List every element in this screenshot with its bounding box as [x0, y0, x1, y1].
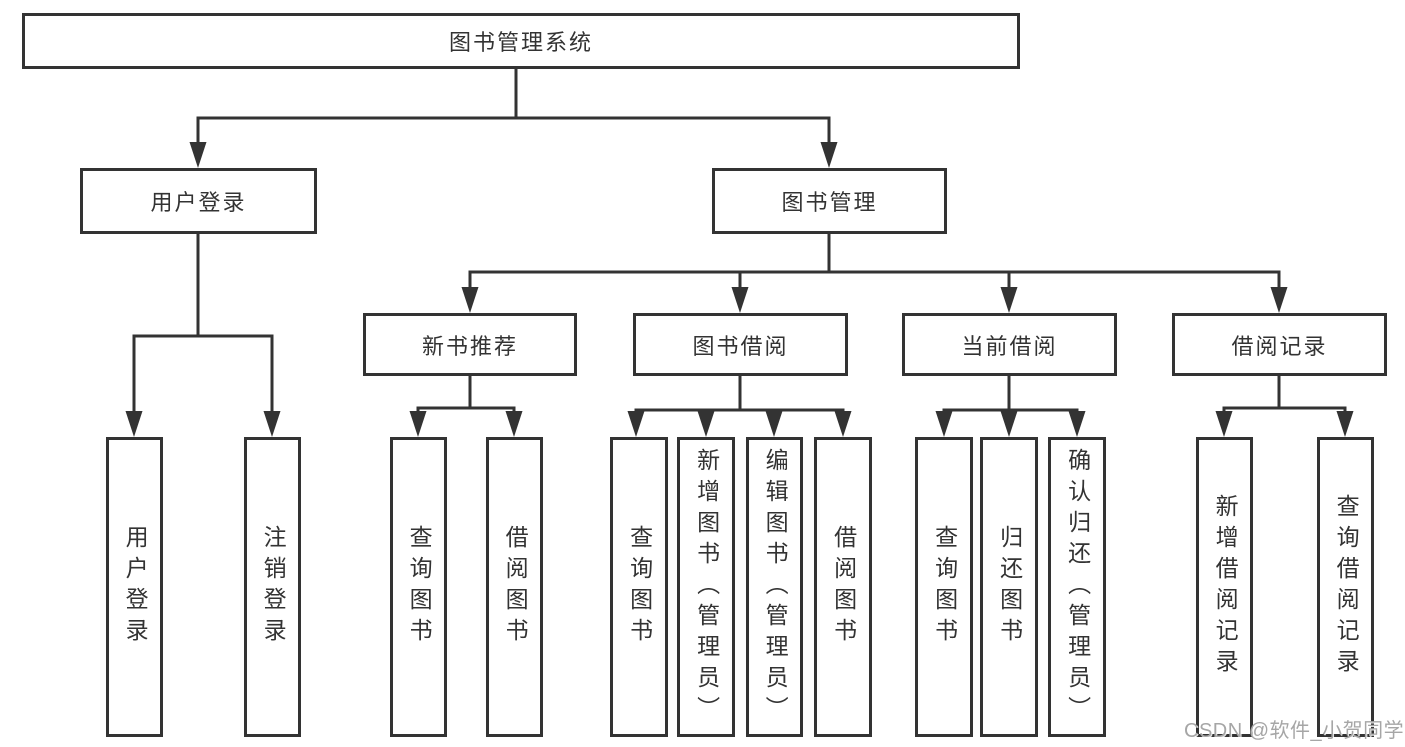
node-query-borrow-record: 查询借阅记录 — [1317, 437, 1374, 737]
node-label: 查询借阅记录 — [1333, 494, 1360, 680]
arrowhead-icon — [1068, 411, 1086, 437]
arrowhead-icon — [1270, 287, 1288, 313]
node-label: 新增借阅记录 — [1212, 494, 1239, 680]
arrowhead-icon — [263, 411, 281, 437]
node-login-leaf: 用户登录 — [106, 437, 163, 737]
node-borrow-books-borrowing: 借阅图书 — [814, 437, 872, 737]
node-label: 注销登录 — [260, 525, 287, 649]
node-query-books-current: 查询图书 — [915, 437, 973, 737]
arrowhead-icon — [505, 411, 523, 437]
arrowhead-icon — [1000, 287, 1018, 313]
node-label: 查询图书 — [406, 525, 433, 649]
node-return-books: 归还图书 — [980, 437, 1038, 737]
arrowhead-icon — [627, 411, 645, 437]
arrowhead-icon — [731, 287, 749, 313]
arrowhead-icon — [1336, 411, 1354, 437]
node-label: 借阅图书 — [830, 525, 857, 649]
node-label: 借阅图书 — [502, 525, 529, 649]
node-label: 用户登录 — [122, 525, 149, 649]
arrowhead-icon — [409, 411, 427, 437]
node-label: 编辑图书（管理员） — [762, 447, 789, 727]
node-user-login: 用户登录 — [80, 168, 317, 234]
arrowhead-icon — [834, 411, 852, 437]
arrowhead-icon — [1000, 411, 1018, 437]
arrowhead-icon — [189, 142, 207, 168]
arrowhead-icon — [1215, 411, 1233, 437]
node-logout-leaf: 注销登录 — [244, 437, 301, 737]
node-label: 归还图书 — [996, 525, 1023, 649]
node-borrow-books-recommend: 借阅图书 — [486, 437, 543, 737]
node-borrowing-records: 借阅记录 — [1172, 313, 1387, 376]
node-current-borrowing: 当前借阅 — [902, 313, 1117, 376]
node-book-borrowing: 图书借阅 — [633, 313, 848, 376]
node-label: 新书推荐 — [421, 333, 518, 359]
node-label: 确认归还（管理员） — [1064, 447, 1091, 727]
arrowhead-icon — [125, 411, 143, 437]
node-label: 借阅记录 — [1231, 333, 1328, 359]
node-book-management-system: 图书管理系统 — [22, 13, 1020, 69]
node-label: 新增图书（管理员） — [693, 447, 720, 727]
node-label: 查询图书 — [931, 525, 958, 649]
node-add-borrow-record: 新增借阅记录 — [1196, 437, 1253, 737]
node-label: 图书借阅 — [692, 333, 789, 359]
node-label: 图书管理 — [781, 190, 878, 215]
node-label: 当前借阅 — [961, 333, 1058, 359]
node-query-books-recommend: 查询图书 — [390, 437, 447, 737]
node-label: 图书管理系统 — [448, 30, 593, 55]
arrowhead-icon — [820, 142, 838, 168]
node-new-book-recommendation: 新书推荐 — [363, 313, 577, 376]
arrowhead-icon — [697, 411, 715, 437]
node-query-books-borrowing: 查询图书 — [610, 437, 668, 737]
arrowhead-icon — [461, 287, 479, 313]
arrowhead-icon — [935, 411, 953, 437]
node-add-books-admin: 新增图书（管理员） — [677, 437, 735, 737]
node-label: 查询图书 — [626, 525, 653, 649]
node-label: 用户登录 — [150, 190, 247, 215]
node-book-management: 图书管理 — [712, 168, 947, 234]
arrowhead-icon — [765, 411, 783, 437]
node-confirm-return-admin: 确认归还（管理员） — [1048, 437, 1106, 737]
csdn-watermark: CSDN @软件_小贺同学 — [1184, 720, 1405, 742]
node-edit-books-admin: 编辑图书（管理员） — [746, 437, 803, 737]
